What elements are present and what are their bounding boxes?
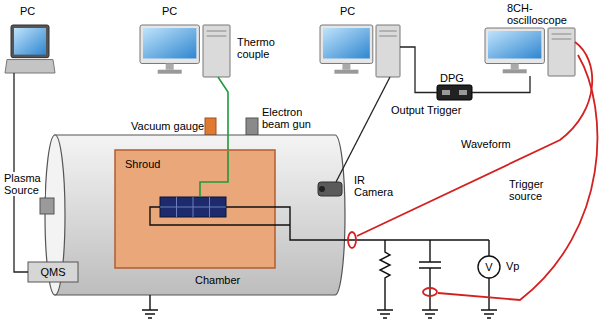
camera-lens — [319, 186, 325, 192]
vacuum-gauge-shape — [205, 118, 216, 135]
thermocouple-label: Thermo couple — [236, 36, 278, 60]
node-label: Chamber — [195, 274, 240, 286]
qms-box — [28, 262, 78, 282]
sample-array — [160, 197, 226, 217]
monitor-stand — [342, 63, 350, 69]
current-probe — [423, 288, 437, 296]
shroud-box: Shroud — [115, 150, 275, 268]
monitor-screen — [488, 31, 541, 59]
monitor-screen — [143, 28, 196, 58]
monitor-stand — [166, 63, 174, 69]
sample-cells — [160, 197, 226, 217]
voltmeter-circle — [478, 256, 500, 278]
dpg-port — [442, 90, 450, 95]
qms-box: QMS — [28, 262, 78, 282]
node-label: DPG — [440, 72, 464, 84]
plasma-source: Plasma Source — [40, 198, 54, 214]
monitor — [485, 28, 544, 64]
monitor — [140, 25, 199, 63]
vacuum-gauge: Vacuum gauge — [205, 118, 216, 135]
thermocouple-wire — [218, 77, 228, 150]
dpg-box — [437, 85, 472, 100]
voltmeter: VVp — [478, 256, 500, 278]
electron-beam-gun: Electron beam gun — [246, 118, 258, 135]
node-label: Electron beam gun — [262, 106, 316, 130]
shroud-box — [115, 150, 275, 268]
electron-beam-gun-shape — [246, 118, 258, 135]
laptop-lid — [11, 25, 49, 58]
desktop-pc: PC — [140, 25, 230, 77]
ir-camera: IR Camera — [318, 182, 342, 196]
chamber-body — [55, 135, 345, 295]
pc-tower — [548, 28, 575, 76]
signal-label: Output Trigger — [390, 104, 462, 116]
node-label: PC — [162, 5, 177, 17]
node-label: Vacuum gauge — [131, 120, 204, 132]
tower-slots — [207, 31, 227, 36]
ir-camera-shape — [318, 182, 342, 196]
laptop-pc-shape — [5, 25, 55, 73]
node-label: PC — [340, 5, 355, 17]
cable — [400, 47, 437, 93]
ground-symbol — [142, 310, 497, 318]
pc-tower — [376, 25, 400, 77]
tower-slots — [379, 31, 397, 36]
monitor-screen — [323, 28, 370, 58]
camera-body — [318, 182, 342, 196]
node-label: IR Camera — [354, 174, 394, 198]
node-label: 8CH-oscilloscope — [507, 2, 573, 26]
node-label: Shroud — [125, 158, 160, 170]
cable — [14, 73, 28, 272]
oscilloscope-pc-shape — [485, 28, 575, 76]
desktop-pc-shape — [140, 25, 230, 77]
vacuum-chamber: ShroudChamber — [45, 135, 345, 295]
signal-wire — [150, 207, 489, 240]
capacitor-symbol — [419, 240, 441, 310]
pulse-generator: DPG — [437, 85, 472, 100]
chamber-ground-lead — [149, 295, 150, 310]
monitor-foot — [503, 69, 527, 73]
plasma-source — [40, 198, 54, 214]
thermocouple-wire — [200, 151, 228, 197]
desktop-pc-shape — [320, 25, 400, 77]
monitor — [320, 25, 373, 63]
oscilloscope-pc: 8CH-oscilloscope — [485, 28, 575, 76]
signal-label: Trigger source — [508, 178, 555, 202]
plasma-source-shape — [40, 198, 54, 214]
node-label: Plasma Source — [3, 172, 45, 196]
node-label: Vp — [506, 260, 519, 272]
signal-label: Waveform — [460, 138, 512, 150]
current-probe — [348, 232, 356, 248]
resistor-symbol — [380, 240, 390, 310]
tower-slots — [552, 34, 572, 39]
cable — [472, 76, 530, 93]
laptop-screen — [14, 28, 46, 55]
waveform-cable — [438, 55, 597, 300]
gauge-body — [205, 118, 216, 135]
desktop-pc: PC — [320, 25, 400, 77]
dpg-port — [459, 90, 467, 95]
cable — [336, 77, 390, 182]
voltmeter-lead — [488, 240, 489, 310]
trigger-cable — [357, 42, 592, 236]
pulse-generator-shape — [437, 85, 472, 100]
laptop-base — [5, 60, 55, 73]
gun-body — [246, 118, 258, 135]
monitor-stand — [511, 64, 519, 70]
pc-tower — [203, 25, 230, 77]
node-text: V — [485, 261, 492, 273]
node-label: PC — [20, 5, 35, 17]
laptop-pc: PC — [5, 25, 55, 73]
monitor-foot — [334, 70, 358, 74]
node-text: QMS — [40, 266, 65, 278]
monitor-foot — [158, 70, 182, 74]
